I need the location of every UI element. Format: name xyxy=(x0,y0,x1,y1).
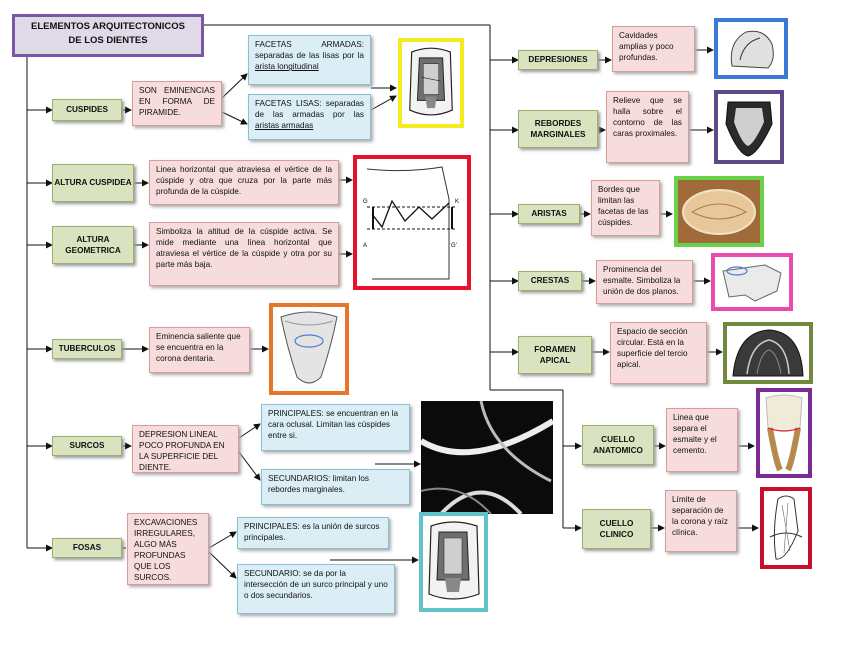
apical-foramen-drawing xyxy=(723,322,813,384)
altura-geometrica-definition: Simboliza la altitud de la cúspide activ… xyxy=(149,222,339,286)
anatomical-neck-photo xyxy=(756,388,812,478)
facetas-armadas-note: FACETAS ARMADAS: separadas de las lisas … xyxy=(248,35,371,85)
foramen-apical-definition: Espacio de sección circular. Está en la … xyxy=(610,322,707,384)
altura-geometrica-label: ALTURA GEOMETRICA xyxy=(65,234,121,255)
crestas-node: CRESTAS xyxy=(518,271,582,291)
aristas-label: ARISTAS xyxy=(531,209,567,219)
surcos-label: SURCOS xyxy=(69,441,105,451)
crestas-definition: Prominencia del esmalte. Simboliza la un… xyxy=(596,260,693,304)
fissure-microphoto xyxy=(421,401,553,514)
main-title: ELEMENTOS ARQUITECTONICOS DE LOS DIENTES xyxy=(12,14,204,57)
fosas-node: FOSAS xyxy=(52,538,122,558)
surcos-definition: DEPRESION LINEAL POCO PROFUNDA EN LA SUP… xyxy=(132,425,239,473)
fosas-definition: EXCAVACIONES IRREGULARES, ALGO MÁS PROFU… xyxy=(127,513,209,585)
facetas-lisas-term: aristas armadas xyxy=(255,121,314,131)
label-k: K xyxy=(455,199,459,205)
surcos-secundarios-note: SECUNDARIOS: limitan los rebordes margin… xyxy=(261,469,410,505)
aristas-node: ARISTAS xyxy=(518,204,580,224)
cusp-height-diagram: G K A G' xyxy=(353,155,471,290)
cusp-ridges-photo xyxy=(674,176,764,247)
tuberculos-node: TUBERCULOS xyxy=(52,339,122,359)
marginal-ridge-drawing xyxy=(714,90,784,164)
depresiones-label: DEPRESIONES xyxy=(528,55,588,65)
crestas-label: CRESTAS xyxy=(530,276,570,286)
altura-cuspidea-node: ALTURA CUSPIDEA xyxy=(52,164,134,202)
clinical-neck-drawing xyxy=(760,487,812,569)
cuspides-definition: SON EMINENCIAS EN FORMA DE PIRAMIDE. xyxy=(132,81,222,126)
rebordes-marginales-label: REBORDES MARGINALES xyxy=(530,118,586,139)
tuberculos-label: TUBERCULOS xyxy=(58,344,116,354)
label-g2: G' xyxy=(451,243,457,249)
label-a: A xyxy=(363,243,367,249)
facetas-armadas-text: FACETAS ARMADAS: separadas de las lisas … xyxy=(255,40,364,61)
facetas-lisas-text: FACETAS LISAS: separadas de las armadas … xyxy=(255,99,364,120)
altura-geometrica-node: ALTURA GEOMETRICA xyxy=(52,226,134,264)
depression-drawing xyxy=(714,18,788,79)
crest-drawing xyxy=(711,253,793,311)
altura-cuspidea-definition: Linea horizontal que atraviesa el vértic… xyxy=(149,160,339,205)
foramen-apical-label: FORAMEN APICAL xyxy=(534,344,576,365)
fosas-label: FOSAS xyxy=(72,543,102,553)
occlusal-molar-drawing xyxy=(398,38,464,128)
facetas-armadas-term: arista longitudinal xyxy=(255,62,319,72)
depresiones-node: DEPRESIONES xyxy=(518,50,598,70)
altura-cuspidea-label: ALTURA CUSPIDEA xyxy=(54,178,132,188)
rebordes-marginales-definition: Relieve que se halla sobre el contorno d… xyxy=(606,91,689,163)
tuberculos-definition: Eminencia saliente que se encuentra en l… xyxy=(149,327,250,373)
fosas-principales-note: PRINCIPALES: es la unión de surcos princ… xyxy=(237,517,389,549)
facetas-lisas-note: FACETAS LISAS: separadas de las armadas … xyxy=(248,94,371,140)
fosas-secundario-note: SECUNDARIO: se da por la intersección de… xyxy=(237,564,395,614)
cuello-anatomico-label: CUELLO ANATOMICO xyxy=(593,434,643,455)
main-title-line2: DE LOS DIENTES xyxy=(68,34,148,46)
label-g: G xyxy=(363,199,368,205)
cuello-anatomico-node: CUELLO ANATOMICO xyxy=(582,425,654,465)
aristas-definition: Bordes que limitan las facetas de las cú… xyxy=(591,180,660,236)
tubercle-drawing xyxy=(269,303,349,395)
foramen-apical-node: FORAMEN APICAL xyxy=(518,336,592,374)
cuspides-node: CUSPIDES xyxy=(52,99,122,121)
depresiones-definition: Cavidades amplias y poco profundas. xyxy=(612,26,695,72)
cuello-anatomico-definition: Linea que separa el esmalte y el cemento… xyxy=(666,408,738,472)
rebordes-marginales-node: REBORDES MARGINALES xyxy=(518,110,598,148)
cuello-clinico-definition: Límite de separación de la corona y raíz… xyxy=(665,490,737,552)
surcos-node: SURCOS xyxy=(52,436,122,456)
cuello-clinico-label: CUELLO CLINICO xyxy=(599,518,634,539)
cuello-clinico-node: CUELLO CLINICO xyxy=(582,509,651,549)
fosa-molar-drawing xyxy=(419,512,488,612)
main-title-line1: ELEMENTOS ARQUITECTONICOS xyxy=(31,21,185,32)
surcos-principales-note: PRINCIPALES: se encuentran en la cara oc… xyxy=(261,404,410,451)
cuspides-label: CUSPIDES xyxy=(66,105,108,115)
